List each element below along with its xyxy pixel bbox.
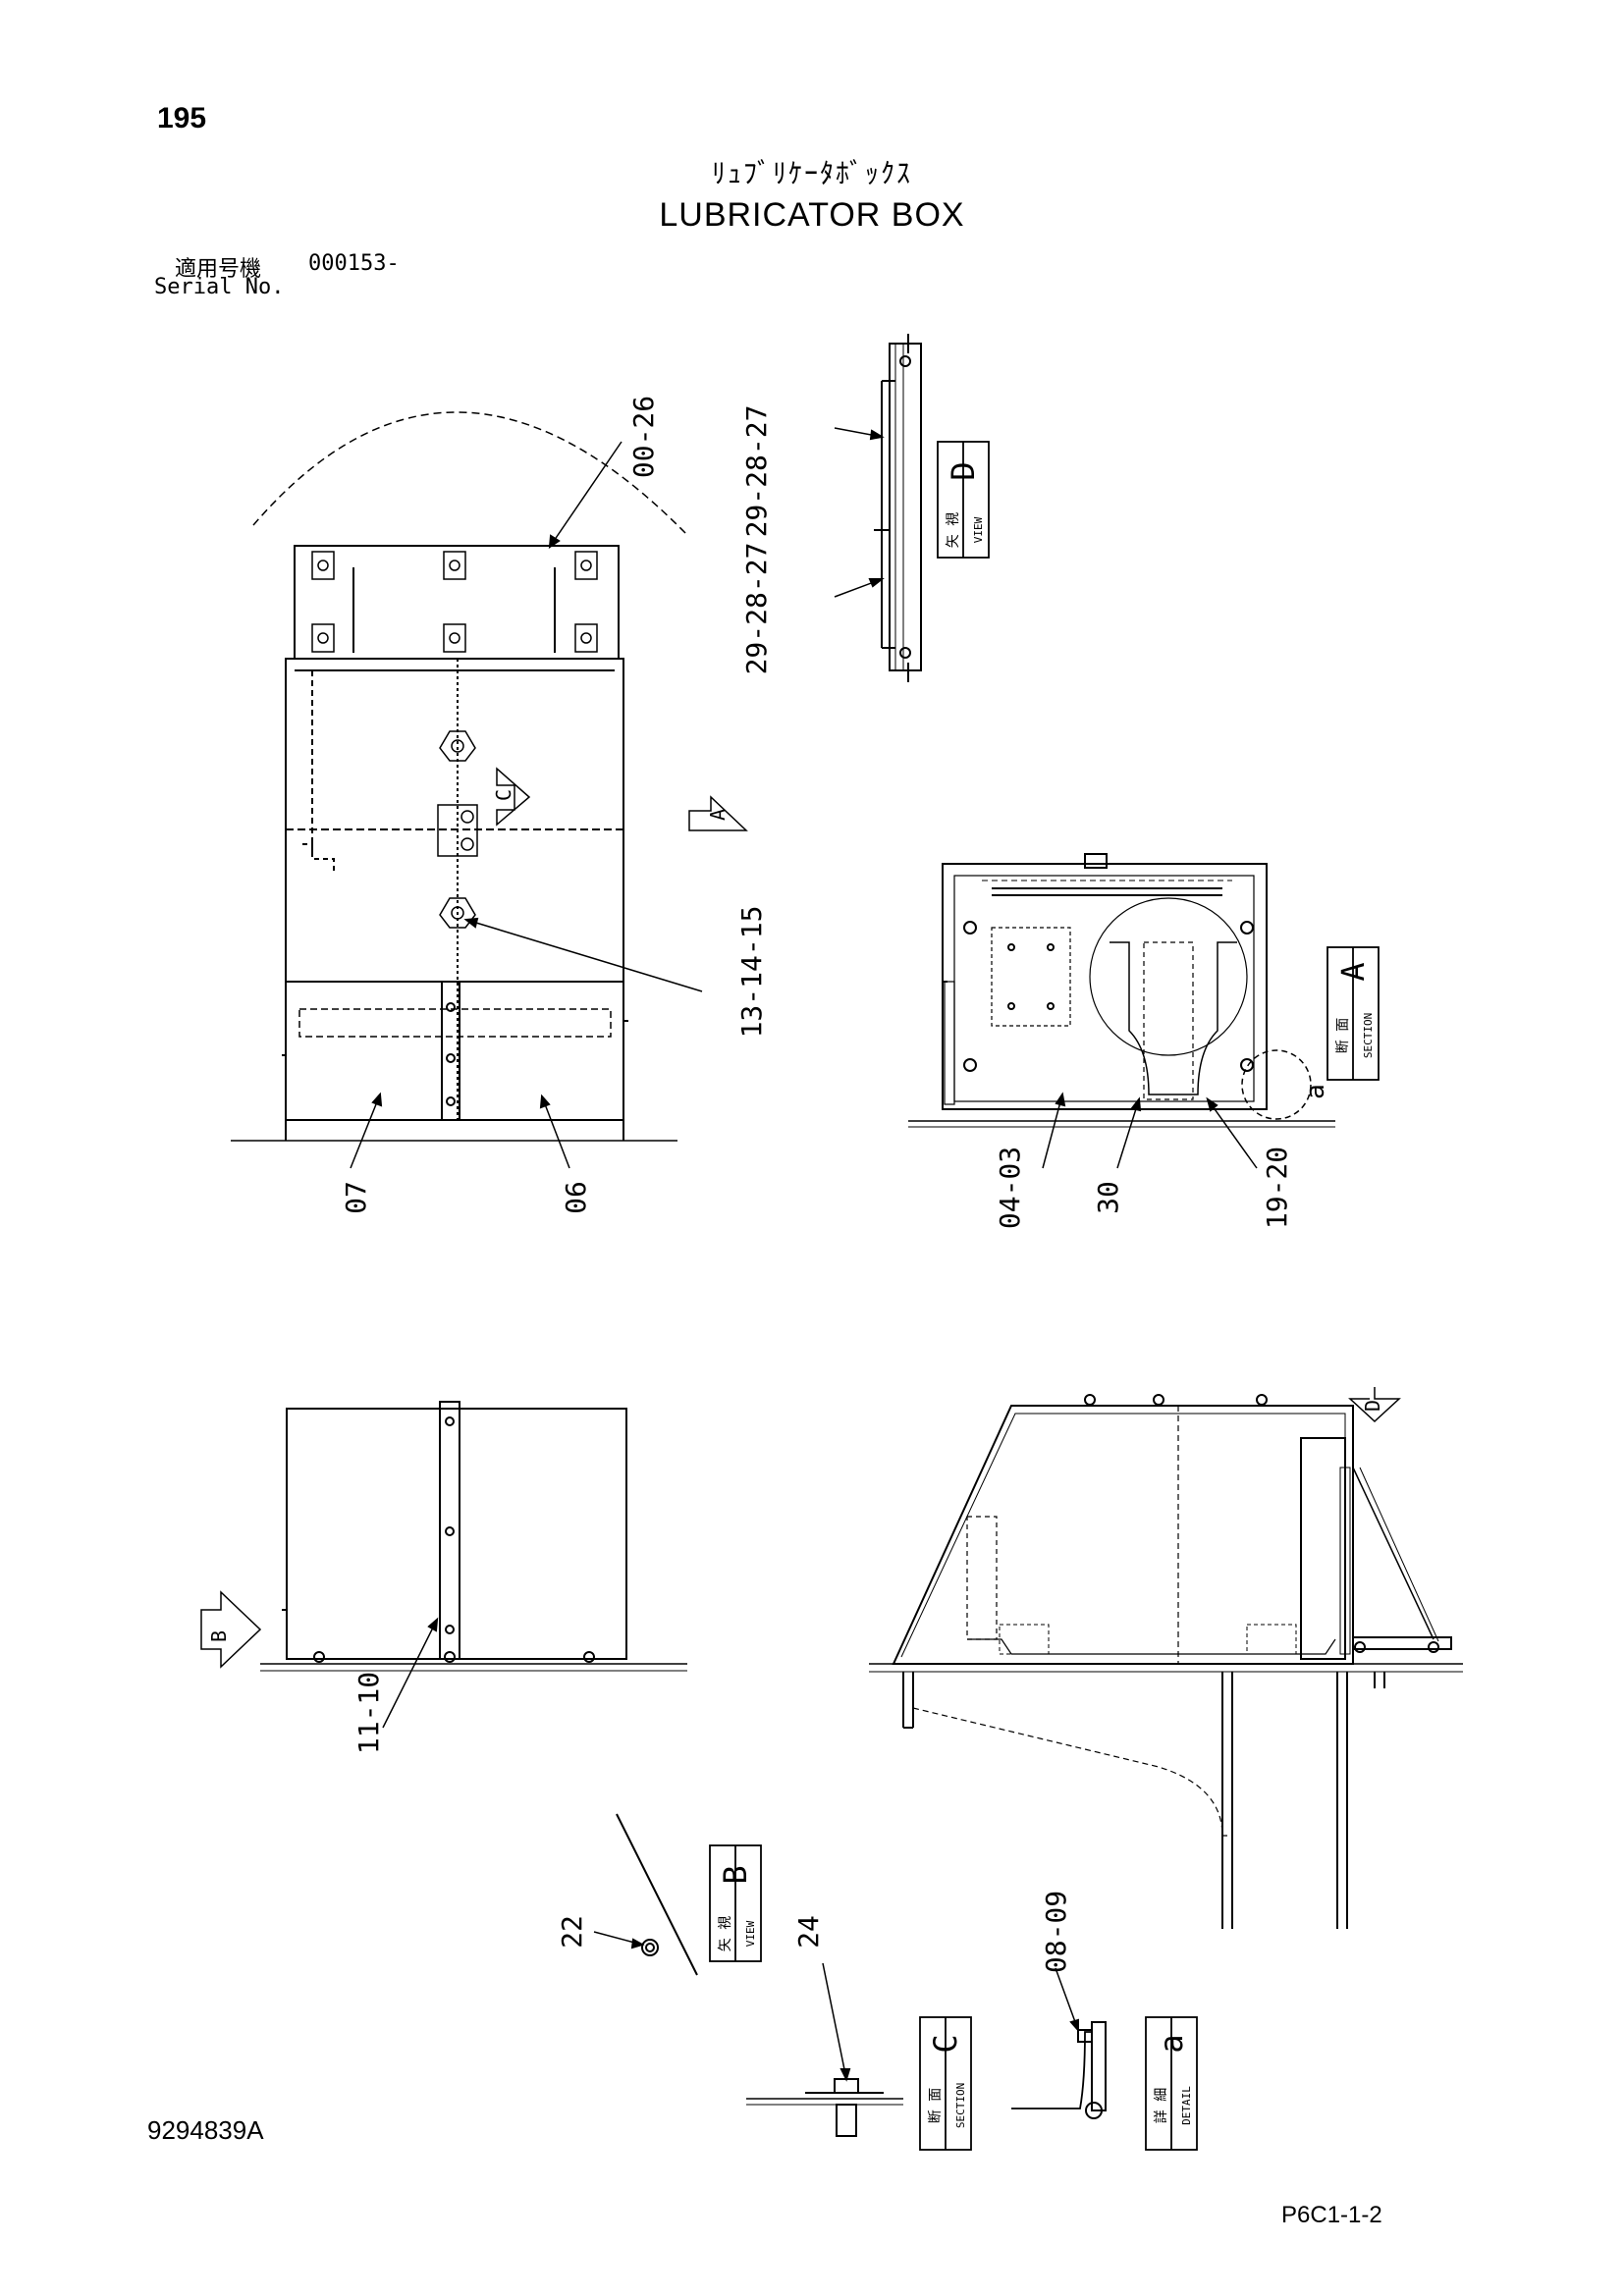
callout-11-10: 11-10 [352,1672,385,1754]
section-a-jp: 断 面 [1335,1018,1351,1053]
section-c-en: SECTION [954,2083,967,2128]
section-a-letter: A [1334,962,1372,981]
serial-number-value: 000153- [308,251,400,276]
section-a-label: A 断 面 SECTION [1334,962,1375,1058]
page-reference: P6C1-1-2 [1281,2202,1382,2228]
detail-a-jp: 詳 細 [1154,2088,1169,2123]
view-a-arrow [688,795,748,831]
c-arrow-letter: C [492,789,515,801]
view-label-frames [709,441,1380,2151]
view-b-jp: 矢 視 [718,1916,733,1951]
callout-24: 24 [792,1915,825,1949]
section-a-drawing [908,853,1335,1169]
detail-a-label: a 詳 細 DETAIL [1153,2034,1193,2125]
callout-00-26: 00-26 [627,396,660,478]
title-english: LUBRICATOR BOX [659,196,965,234]
view-b-label: B 矢 視 VIEW [717,1865,757,1951]
detail-circle-letter: a [1301,1084,1330,1099]
view-b-letter: B [717,1865,754,1884]
callout-29-28-27-bottom: 29-28-27 [740,543,773,675]
arrow-marker-letters: C A B D a [207,789,1384,1642]
callout-22: 22 [556,1915,588,1949]
section-c-detail [746,1962,903,2137]
callout-30: 30 [1092,1181,1124,1214]
callout-08-09: 08-09 [1040,1891,1072,1973]
view-d-drawing [834,334,922,682]
detail-a-drawing [1011,1967,1107,2119]
page-number: 195 [157,102,207,134]
b-arrow-letter: B [207,1630,231,1642]
section-c-label: C 断 面 SECTION [927,2034,967,2128]
callout-06: 06 [560,1181,592,1214]
drawing-number: 9294839A [147,2115,264,2145]
detail-a-en: DETAIL [1180,2086,1193,2125]
title-japanese: ﾘｭﾌﾞﾘｹｰﾀﾎﾞｯｸｽ [711,157,912,189]
a-arrow-letter: A [706,809,730,821]
callout-19-20: 19-20 [1261,1147,1293,1229]
view-d-letter: D [945,461,982,480]
serial-label-japanese: 適用号機 [175,257,262,282]
side-section-drawing [869,1387,1463,1929]
view-b-en: VIEW [744,1920,757,1947]
side-view-drawing [200,1401,687,1729]
section-c-jp: 断 面 [928,2088,944,2123]
view-b-detail [593,1813,698,1976]
serial-label-english: Serial No. [154,275,285,299]
d-arrow-letter: D [1361,1400,1384,1412]
callout-07: 07 [340,1181,372,1214]
view-d-label: D 矢 視 VIEW [945,461,985,548]
section-a-en: SECTION [1362,1013,1375,1058]
front-view [231,411,703,1169]
view-d-jp: 矢 視 [946,512,961,548]
view-d-en: VIEW [972,516,985,543]
detail-a-letter: a [1153,2034,1190,2053]
callout-13-14-15: 13-14-15 [735,906,768,1039]
section-c-letter: C [927,2034,964,2053]
callout-04-03: 04-03 [994,1147,1026,1229]
callout-29-28-27-top: 29-28-27 [740,405,773,538]
callout-numbers: 00-26 29-28-27 29-28-27 13-14-15 07 06 0… [340,396,1293,1973]
